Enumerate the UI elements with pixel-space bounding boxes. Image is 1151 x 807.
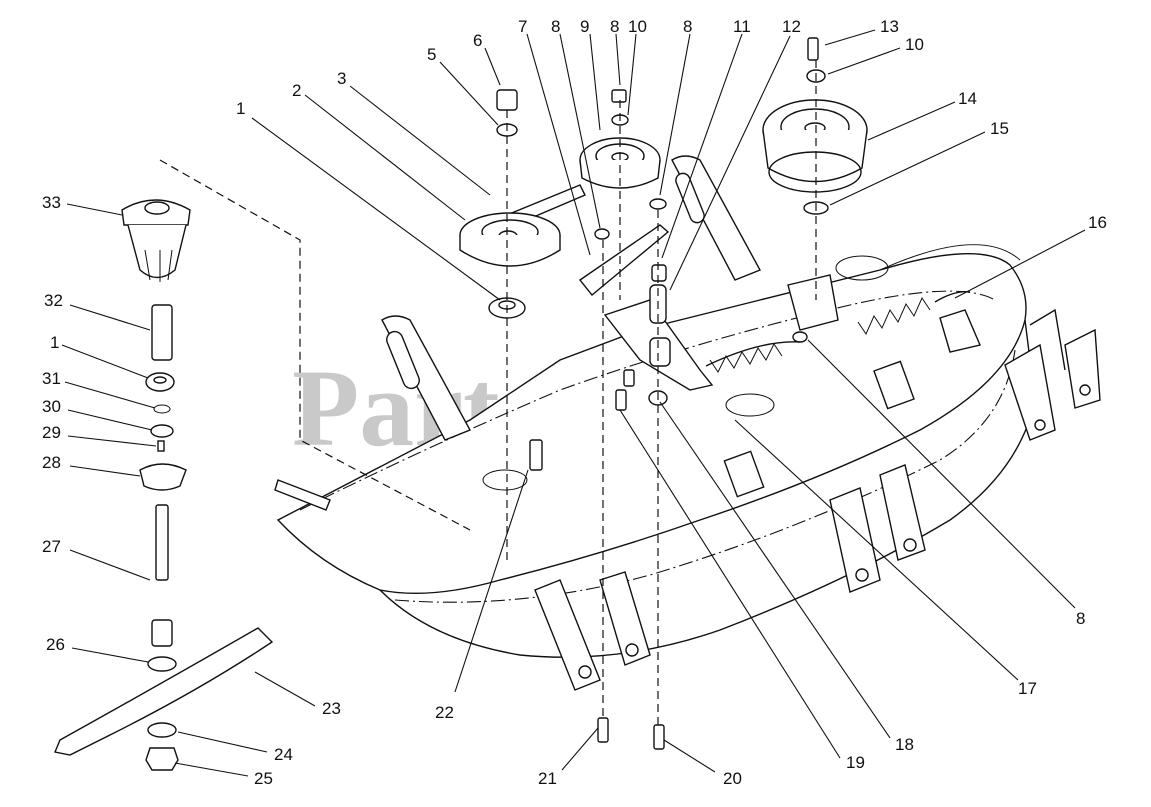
- callout-labels: 1 2 3 5 6 7 8 9 8 10 8 11 12 13 10 14 15…: [42, 17, 1107, 788]
- callout-1-left: 1: [50, 333, 59, 352]
- callout-26: 26: [46, 635, 65, 654]
- callout-21: 21: [538, 769, 557, 788]
- callout-18: 18: [895, 735, 914, 754]
- callout-3: 3: [337, 69, 346, 88]
- flat-idler-pulley-14: [762, 99, 868, 193]
- mower-deck: [274, 155, 1101, 691]
- callout-31: 31: [42, 369, 61, 388]
- callout-23: 23: [322, 699, 341, 718]
- callout-20: 20: [723, 769, 742, 788]
- callout-10-b: 10: [905, 35, 924, 54]
- callout-1-top: 1: [236, 99, 245, 118]
- callout-5: 5: [427, 45, 436, 64]
- callout-14: 14: [958, 89, 977, 108]
- callout-28: 28: [42, 453, 61, 472]
- callout-13: 13: [880, 17, 899, 36]
- callout-6: 6: [473, 31, 482, 50]
- assembly-guide-lines: [159, 60, 817, 730]
- callout-22: 22: [435, 703, 454, 722]
- callout-8-a: 8: [551, 17, 560, 36]
- callout-25: 25: [254, 769, 273, 788]
- drive-pulley: [459, 184, 586, 267]
- callout-33: 33: [42, 193, 61, 212]
- spindle-assembly: [54, 199, 274, 771]
- callout-29: 29: [42, 423, 61, 442]
- callout-24: 24: [274, 745, 293, 764]
- callout-leader-lines: [61, 29, 1086, 777]
- callout-2: 2: [292, 81, 301, 100]
- callout-8-b: 8: [610, 17, 619, 36]
- callout-17: 17: [1018, 679, 1037, 698]
- callout-9: 9: [580, 17, 589, 36]
- callout-32: 32: [44, 291, 63, 310]
- callout-15: 15: [990, 119, 1009, 138]
- callout-7: 7: [518, 17, 527, 36]
- callout-27: 27: [42, 537, 61, 556]
- callout-8-d: 8: [1076, 609, 1085, 628]
- callout-8-c: 8: [683, 17, 692, 36]
- callout-10-a: 10: [628, 17, 647, 36]
- callout-16: 16: [1088, 213, 1107, 232]
- callout-11: 11: [733, 17, 751, 36]
- idler-pulley-9: [579, 137, 661, 189]
- callout-19: 19: [846, 753, 865, 772]
- callout-12: 12: [782, 17, 801, 36]
- callout-30: 30: [42, 397, 61, 416]
